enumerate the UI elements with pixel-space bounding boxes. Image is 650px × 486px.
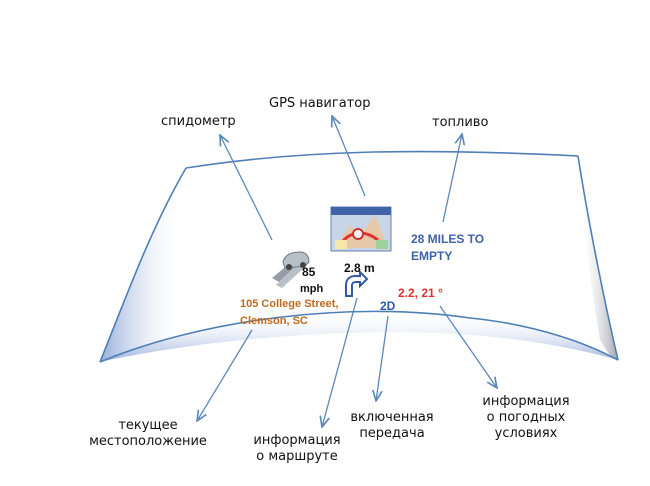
fuel-line-2: EMPTY: [411, 249, 453, 263]
arrow-location: [197, 329, 253, 421]
windshield-bottom-shade: [100, 311, 618, 362]
address-line-1: 105 College Street,: [240, 298, 339, 310]
weather-readout: 2.2, 21 °: [398, 286, 443, 300]
label-location-line-1: текущее: [118, 418, 178, 433]
label-location: текущее местоположение: [78, 418, 218, 450]
label-route-line-2: о маршруте: [256, 449, 338, 464]
label-gear-line-2: передача: [359, 426, 425, 441]
label-fuel: топливо: [432, 115, 489, 130]
route-distance: 2.8 m: [344, 261, 375, 275]
windshield-right-shade: [578, 156, 618, 360]
label-route-line-1: информация: [253, 433, 341, 448]
label-weather: информация о погодных условиях: [472, 394, 580, 442]
speed-value: 85: [302, 265, 316, 279]
arrow-route: [322, 297, 358, 427]
label-weather-line-2: о погодных: [486, 410, 566, 425]
arrow-gps: [332, 116, 366, 197]
arrow-weather: [439, 305, 497, 388]
label-route: информация о маршруте: [245, 433, 349, 465]
car-icon: [272, 251, 310, 288]
label-speedometer: спидометр: [161, 114, 236, 129]
gear-indicator: 2D: [380, 299, 396, 313]
windshield-top-edge: [185, 150, 579, 169]
label-weather-line-1: информация: [482, 394, 570, 409]
windshield-right-edge: [577, 155, 619, 361]
windshield-left-edge: [99, 167, 187, 363]
label-gear: включенная передача: [337, 410, 447, 442]
label-gps: GPS навигатор: [269, 96, 371, 111]
gps-map-screen: [330, 206, 392, 252]
arrow-gear: [376, 315, 389, 401]
windshield-bottom-edge: [99, 310, 619, 363]
address-line-2: Clemson, SC: [240, 315, 308, 327]
arrow-speedometer: [220, 135, 273, 241]
label-location-line-2: местоположение: [89, 434, 207, 449]
fuel-line-1: 28 MILES TO: [411, 232, 485, 246]
turn-right-icon: [345, 269, 369, 297]
speed-unit: mph: [300, 283, 324, 295]
arrow-fuel: [442, 134, 462, 223]
label-gear-line-1: включенная: [350, 410, 434, 425]
windshield-left-shade: [100, 168, 186, 362]
label-weather-line-3: условиях: [494, 426, 558, 441]
